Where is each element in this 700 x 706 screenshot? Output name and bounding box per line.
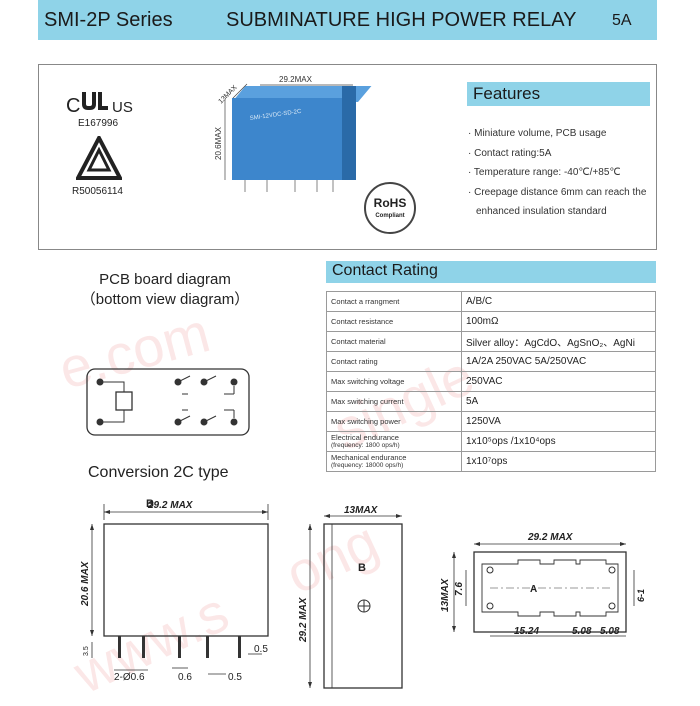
features-heading: Features bbox=[473, 84, 541, 103]
bottom-pitch3-label: 5.08 bbox=[600, 626, 620, 637]
row-value: 250VAC bbox=[461, 371, 656, 392]
row-value: 100mΩ bbox=[461, 311, 656, 332]
relay-height-label: 20.6MAX bbox=[214, 126, 223, 160]
feature-item: · Creepage distance 6mm can reach the bbox=[468, 186, 647, 198]
side-view-drawing: 13MAX 29.2 MAX bbox=[298, 505, 403, 689]
pcb-title-line1: PCB board diagram bbox=[99, 271, 231, 288]
table-row: Max switching voltage 250VAC bbox=[326, 371, 656, 392]
ul-logo-icon: C US bbox=[66, 92, 133, 117]
pcb-title-line2: （bottom view diagram） bbox=[80, 291, 250, 308]
front-width-label: 29.2 MAX bbox=[147, 500, 194, 511]
row-label-sub: (frequency: 18000 ops/h) bbox=[331, 461, 404, 469]
table-row: Contact resistance 100mΩ bbox=[326, 311, 656, 332]
contact-rating-heading-bar: Contact Rating bbox=[326, 261, 656, 283]
relay-depth-label: 13MAX bbox=[217, 84, 238, 105]
rohs-badge: RoHS Compliant bbox=[364, 182, 416, 234]
bottom-pitch1-label: 15.24 bbox=[514, 626, 539, 637]
series-name: SMI-2P Series bbox=[44, 9, 173, 31]
bottom-marker-a: A bbox=[530, 584, 537, 595]
table-row: Electrical endurance (frequency: 1800 op… bbox=[326, 431, 656, 452]
page-title: SUBMINATURE HIGH POWER RELAY bbox=[226, 9, 577, 31]
relay-photo bbox=[232, 98, 346, 180]
row-label: Electrical endurance (frequency: 1800 op… bbox=[326, 431, 462, 452]
row-value: A/B/C bbox=[461, 291, 656, 312]
table-row: Contact rating 1A/2A 250VAC 5A/250VAC bbox=[326, 351, 656, 372]
feature-item: · Temperature range: -40℃/+85℃ bbox=[468, 167, 621, 178]
table-row: Contact a rrangment A/B/C bbox=[326, 291, 656, 312]
row-label-main: Electrical endurance bbox=[331, 432, 399, 442]
row-value: 5A bbox=[461, 391, 656, 412]
table-row: Contact material Silver alloy：AgCdO、AgSn… bbox=[326, 331, 656, 352]
tuv-triangle-icon bbox=[76, 136, 122, 180]
row-label: Max switching current bbox=[326, 391, 462, 412]
contact-rating-table: Contact a rrangment A/B/C Contact resist… bbox=[326, 291, 656, 472]
row-label-main: Mechanical endurance bbox=[331, 452, 407, 462]
front-pin-thickness: 0.5 bbox=[228, 672, 242, 683]
bottom-view-drawing: 29.2 MAX A 13MAX 7.6 15.24 5.08 5.08 6-1 bbox=[440, 532, 646, 637]
conversion-title: Conversion 2C type bbox=[88, 464, 229, 481]
bottom-right-label: 6-1 bbox=[636, 589, 646, 602]
front-pin-thickness-2: 0.5 bbox=[254, 644, 268, 655]
feature-item: · Contact rating:5A bbox=[468, 147, 552, 159]
front-marker-b: B bbox=[146, 498, 154, 510]
rohs-title: RoHS bbox=[373, 196, 407, 210]
table-row: Max switching current 5A bbox=[326, 391, 656, 412]
row-label: Contact rating bbox=[326, 351, 462, 372]
ul-us-letters: US bbox=[112, 99, 133, 116]
row-value: 1x10⁵ops /1x10⁴ops bbox=[461, 431, 656, 452]
row-label: Contact material bbox=[326, 331, 462, 352]
front-pin-length: 3.5 bbox=[83, 646, 90, 656]
row-label: Max switching power bbox=[326, 411, 462, 432]
relay-width-label: 29.2MAX bbox=[279, 75, 313, 84]
page-header: SMI-2P Series SUBMINATURE HIGH POWER REL… bbox=[38, 0, 657, 40]
relay-photo-dimensions: 29.2MAX 13MAX 20.6MAX SMI-12VDC-SD-2C bbox=[214, 75, 353, 192]
row-label: Contact a rrangment bbox=[326, 291, 462, 312]
overview-box bbox=[38, 64, 657, 250]
feature-item: enhanced insulation standard bbox=[476, 206, 607, 217]
relay-side-face bbox=[342, 86, 356, 180]
features-list: · Miniature volume, PCB usage · Contact … bbox=[468, 124, 658, 222]
features-heading-bar: Features bbox=[467, 82, 650, 106]
row-label: Mechanical endurance (frequency: 18000 o… bbox=[326, 451, 462, 472]
front-pin-diameter: 2-Ø0.6 bbox=[114, 672, 145, 683]
ul-c-letter: C bbox=[66, 95, 80, 117]
bottom-height-label: 13MAX bbox=[440, 577, 451, 612]
side-depth-label: 13MAX bbox=[344, 505, 379, 516]
row-label-sub: (frequency: 1800 ops/h) bbox=[331, 441, 400, 449]
contact-rating-heading: Contact Rating bbox=[332, 262, 438, 279]
front-height-label: 20.6 MAX bbox=[80, 560, 91, 607]
row-value: 1250VA bbox=[461, 411, 656, 432]
side-marker-b: B bbox=[358, 562, 366, 574]
tuv-cert-number: R50056114 bbox=[72, 186, 123, 197]
bottom-width-label: 29.2 MAX bbox=[527, 532, 574, 543]
rating-label: 5A bbox=[612, 12, 632, 29]
table-row: Max switching power 1250VA bbox=[326, 411, 656, 432]
row-value: Silver alloy：AgCdO、AgSnO₂、AgNi bbox=[461, 331, 656, 352]
bottom-inner-label: 7.6 bbox=[454, 582, 465, 596]
row-label: Contact resistance bbox=[326, 311, 462, 332]
feature-item: · Miniature volume, PCB usage bbox=[468, 128, 607, 139]
ul-cert-number: E167996 bbox=[78, 118, 119, 129]
side-height-label: 29.2 MAX bbox=[298, 596, 309, 643]
pcb-diagram bbox=[86, 368, 250, 436]
table-row: Mechanical endurance (frequency: 18000 o… bbox=[326, 451, 656, 472]
pcb-title: PCB board diagram （bottom view diagram） bbox=[60, 270, 270, 310]
front-view-drawing: 29.2 MAX B 20.6 MAX 3.5 2-Ø0.6 0.6 0.5 0… bbox=[80, 500, 269, 683]
relay-marking: SMI-12VDC-SD-2C bbox=[249, 109, 302, 122]
front-pin-width: 0.6 bbox=[178, 672, 192, 683]
row-label: Max switching voltage bbox=[326, 371, 462, 392]
row-value: 1A/2A 250VAC 5A/250VAC bbox=[461, 351, 656, 372]
bottom-pitch2-label: 5.08 bbox=[572, 626, 592, 637]
rohs-subtitle: Compliant bbox=[375, 213, 405, 219]
row-value: 1x10⁷ops bbox=[461, 451, 656, 472]
